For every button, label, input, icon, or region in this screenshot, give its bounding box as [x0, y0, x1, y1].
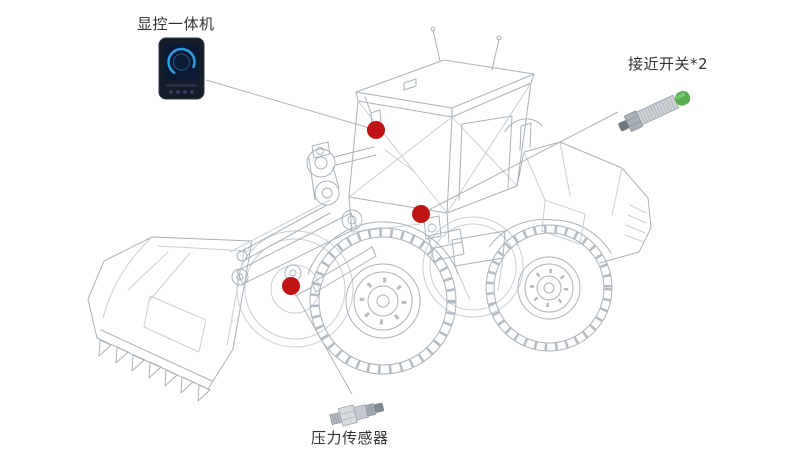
callout-line-pressure-sensor: [290, 285, 353, 395]
rear-wheel: [485, 224, 613, 352]
proximity-switch-image: [618, 90, 691, 132]
callout-line-display-unit: [205, 79, 377, 131]
marker-display-unit: [367, 121, 385, 139]
rear-body: [488, 118, 652, 264]
label-pressure-sensor: 压力传感器: [311, 429, 389, 447]
marker-proximity-switch: [412, 205, 430, 223]
callout-line-proximity-switch: [420, 111, 619, 215]
boom-linkage: [229, 141, 377, 297]
display-unit-image: [158, 37, 205, 100]
bucket: [87, 236, 253, 402]
far-rear-wheel: [422, 216, 524, 318]
front-wheel: [309, 227, 457, 375]
pressure-sensor-image: [329, 402, 384, 427]
label-proximity-switch: 接近开关*2: [628, 55, 709, 73]
cab: [348, 26, 535, 262]
label-display-unit: 显控一体机: [137, 15, 215, 33]
marker-pressure-sensor: [282, 277, 300, 295]
